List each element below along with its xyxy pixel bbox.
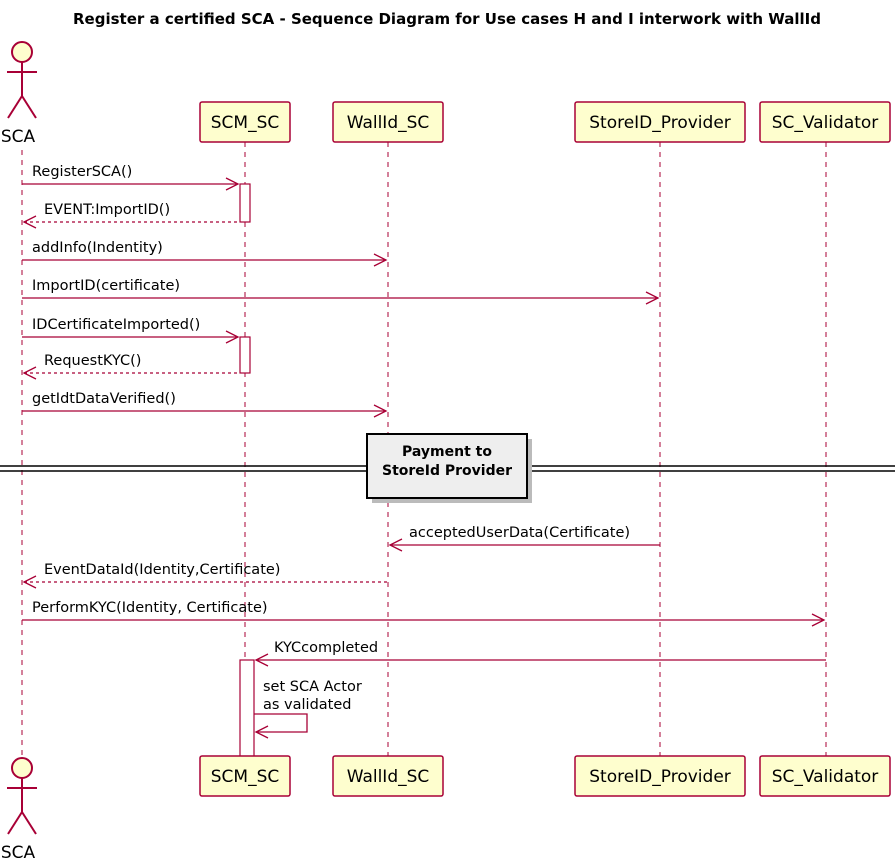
self-message-line1: set SCA Actor xyxy=(263,679,362,695)
diagram-title: Register a certified SCA - Sequence Diag… xyxy=(73,10,821,28)
participant-label: SCM_SC xyxy=(211,767,280,787)
participant-scm-sc-top: SCM_SC xyxy=(199,101,291,143)
actor-sca-bottom: SCA xyxy=(1,757,37,863)
message-id-certificate-imported: IDCertificateImported() xyxy=(22,317,240,344)
actor-label: SCA xyxy=(1,843,36,863)
message-label: RequestKYC() xyxy=(44,353,141,369)
activation-bar-1 xyxy=(239,183,251,223)
participant-wallid-sc-bottom: WallId_SC xyxy=(332,755,444,797)
actor-sca-top: SCA xyxy=(1,41,37,147)
actor-label: SCA xyxy=(1,127,36,147)
message-label: IDCertificateImported() xyxy=(32,317,200,333)
activation-bar-3 xyxy=(239,659,255,759)
activation-bar-2 xyxy=(239,336,251,374)
message-accepted-user-data: acceptedUserData(Certificate) xyxy=(388,525,660,552)
message-perform-kyc: PerformKYC(Identity, Certificate) xyxy=(22,600,826,627)
message-get-idt-data-verified: getIdtDataVerified() xyxy=(22,391,388,418)
participant-storeid-provider-bottom: StoreID_Provider xyxy=(574,755,746,797)
participant-label: WallId_SC xyxy=(347,767,430,787)
participant-scm-sc-bottom: SCM_SC xyxy=(199,755,291,797)
message-event-import-id: EVENT:ImportID() xyxy=(22,202,240,229)
participant-label: SC_Validator xyxy=(772,767,879,787)
actor-icon xyxy=(7,41,37,119)
self-message-set-validated: set SCA Actor as validated xyxy=(254,679,362,739)
message-label: RegisterSCA() xyxy=(32,164,132,180)
message-label: EVENT:ImportID() xyxy=(44,202,170,218)
message-import-id: ImportID(certificate) xyxy=(22,278,660,305)
participant-label: StoreID_Provider xyxy=(589,767,731,787)
message-register-sca: RegisterSCA() xyxy=(22,164,240,191)
participant-wallid-sc-top: WallId_SC xyxy=(332,101,444,143)
participant-sc-validator-bottom: SC_Validator xyxy=(759,755,891,797)
message-label: ImportID(certificate) xyxy=(32,278,180,294)
participant-label: SC_Validator xyxy=(772,113,879,133)
message-add-info: addInfo(Indentity) xyxy=(22,240,388,267)
self-message-line2: as validated xyxy=(263,697,351,713)
message-label: EventDataId(Identity,Certificate) xyxy=(44,562,280,578)
message-label: getIdtDataVerified() xyxy=(32,391,176,407)
divider-label-line1: Payment to xyxy=(402,444,492,460)
message-label: acceptedUserData(Certificate) xyxy=(409,525,630,541)
divider-label-line2: StoreId Provider xyxy=(382,463,512,479)
participant-storeid-provider-top: StoreID_Provider xyxy=(574,101,746,143)
actor-icon xyxy=(7,757,37,835)
message-event-data-id: EventDataId(Identity,Certificate) xyxy=(22,562,388,589)
divider-box xyxy=(366,433,528,499)
message-kyc-completed: KYCcompleted xyxy=(254,640,826,667)
message-request-kyc: RequestKYC() xyxy=(22,353,240,380)
divider-payment: Payment to StoreId Provider xyxy=(0,433,895,503)
participant-label: SCM_SC xyxy=(211,113,280,133)
message-label: PerformKYC(Identity, Certificate) xyxy=(32,600,268,616)
participant-label: StoreID_Provider xyxy=(589,113,731,133)
participant-label: WallId_SC xyxy=(347,113,430,133)
participant-sc-validator-top: SC_Validator xyxy=(759,101,891,143)
message-label: addInfo(Indentity) xyxy=(32,240,163,256)
message-label: KYCcompleted xyxy=(274,640,378,656)
